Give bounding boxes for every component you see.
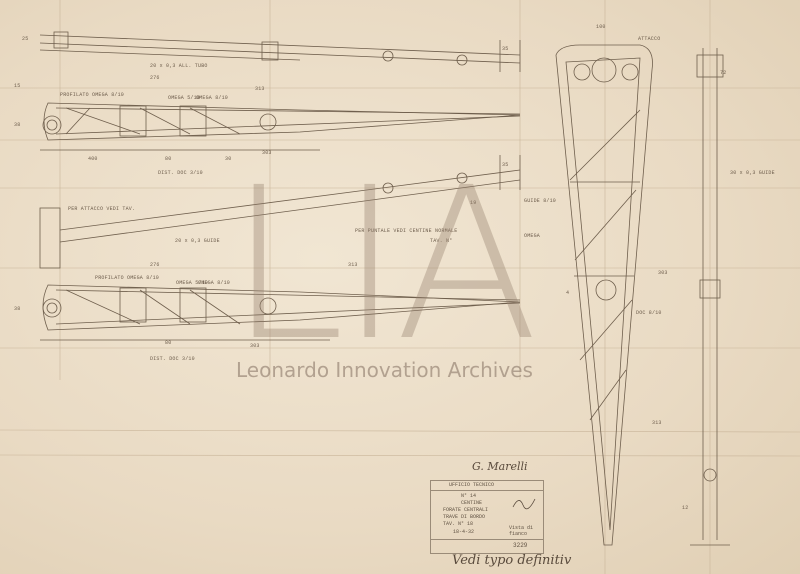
drawing-note: DOC 8/10 xyxy=(636,310,662,316)
handwritten-note: Vedi typo definitiv xyxy=(452,553,572,568)
archive-watermark-logo: LIA xyxy=(228,142,539,387)
dim-label: 19 xyxy=(470,200,477,206)
dim-label: 35 xyxy=(502,46,509,52)
dim-label: 303 xyxy=(250,343,260,349)
narrow-side-view xyxy=(690,48,730,546)
tapered-front-view xyxy=(555,44,653,546)
drawing-note: TAV. N° xyxy=(430,238,453,244)
top-plan-view xyxy=(39,31,521,72)
lower-rib-view xyxy=(40,284,521,341)
dim-label: 400 xyxy=(88,156,98,162)
dim-label: 35 xyxy=(502,162,509,168)
dim-label: 30 xyxy=(225,156,232,162)
title-block-line: CENTINE xyxy=(461,500,483,506)
dim-label: 100 xyxy=(596,24,606,30)
drawing-note: OMEGA 8/10 xyxy=(198,280,231,286)
drawing-note: 20 x 0,3 GUIDE xyxy=(175,238,220,244)
drawing-note: ATTACCO xyxy=(638,36,661,42)
dim-label: 15 xyxy=(14,83,21,89)
handwritten-signature: G. Marelli xyxy=(472,460,528,473)
dim-label: 12 xyxy=(682,505,689,511)
dim-label: 4 xyxy=(566,290,570,296)
title-block-header: UFFICIO TECNICO xyxy=(449,482,495,488)
title-block-line: TRAVE DI BORDO xyxy=(443,514,486,520)
drawing-number: 3229 xyxy=(513,542,528,549)
drawing-note: 30 x 0,3 GUIDE xyxy=(730,170,775,176)
drawing-note: DIST. DOC 3/10 xyxy=(158,170,203,176)
dim-label: 303 xyxy=(658,270,668,276)
drawing-note: GUIDE 8/10 xyxy=(524,198,557,204)
title-block-date: 18-4-32 xyxy=(453,529,475,535)
dim-label: 313 xyxy=(255,86,265,92)
drawing-note: PER PUNTALE VEDI CENTINE NORMALE xyxy=(355,228,458,234)
archive-watermark-caption: Leonardo Innovation Archives xyxy=(236,358,533,382)
middle-bar-view xyxy=(39,155,521,269)
drawing-note: DIST. DOC 3/10 xyxy=(150,356,195,362)
drawing-note: OMEGA 5/10 xyxy=(168,95,201,101)
upper-rib-view xyxy=(40,102,521,151)
dim-label: 38 xyxy=(14,306,21,312)
drawing-note: OMEGA xyxy=(524,233,541,239)
dim-label: 38 xyxy=(14,122,21,128)
dim-label: 313 xyxy=(348,262,358,268)
title-block-line: FORATE CENTRALI xyxy=(443,507,489,513)
dim-label: 276 xyxy=(150,75,160,81)
title-block-line: N° 14 xyxy=(461,493,477,499)
drawing-note: PROFILATO OMEGA 8/10 xyxy=(60,92,125,98)
title-block-line: TAV. N° 18 xyxy=(443,521,474,527)
title-block: UFFICIO TECNICO N° 14 CENTINE FORATE CEN… xyxy=(430,480,544,554)
title-block-note: Vista di fianco xyxy=(509,525,534,537)
dim-label: 25 xyxy=(22,36,29,42)
dim-label: 80 xyxy=(165,340,172,346)
dim-label: 313 xyxy=(652,420,662,426)
drawing-note: OMEGA 5/10 xyxy=(176,280,209,286)
drawing-note: 20 x 0,3 ALL. TUBO xyxy=(150,63,208,69)
dim-label: 72 xyxy=(720,70,727,76)
drawing-note: PER ATTACCO VEDI TAV. xyxy=(68,206,136,212)
handwritten-initials xyxy=(512,498,536,510)
dim-label: 80 xyxy=(165,156,172,162)
drawing-note: OMEGA 8/10 xyxy=(196,95,229,101)
drawing-note: PROFILATO OMEGA 8/10 xyxy=(95,275,160,281)
dim-label: 276 xyxy=(150,262,160,268)
dim-label: 303 xyxy=(262,150,272,156)
